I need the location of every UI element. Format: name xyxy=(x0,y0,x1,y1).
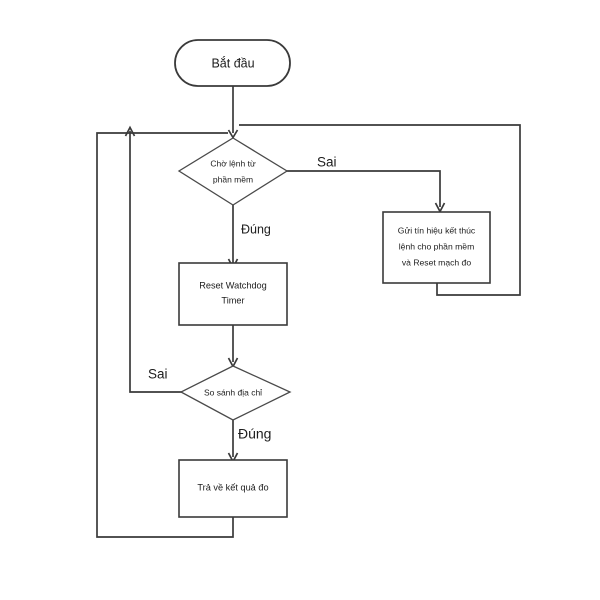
edge-wait-false-to-endsignal xyxy=(286,170,441,207)
edge-label-compare-false: Sai xyxy=(148,367,168,382)
node-process-end-signal[interactable]: Gửi tín hiệu kết thúc lệnh cho phần mềm … xyxy=(382,211,491,284)
edge-result-return-top xyxy=(96,132,234,538)
edge-label-compare-true: Đúng xyxy=(238,426,271,442)
end-signal-shape xyxy=(382,211,491,284)
return-result-shape xyxy=(178,459,288,518)
edge-endsignal-return-top xyxy=(239,124,521,296)
start-shape xyxy=(174,39,291,87)
node-start[interactable]: Bắt đầu xyxy=(174,39,291,87)
node-decision-wait-command[interactable]: Chờ lệnh từ phần mềm xyxy=(177,137,289,206)
end-signal-label-line2: lệnh cho phần mềm xyxy=(399,241,474,251)
node-process-reset-watchdog[interactable]: Reset Watchdog Timer xyxy=(178,262,288,326)
edge-compare-false-return-top xyxy=(129,131,182,393)
decision-wait-label-line1: Chờ lệnh từ xyxy=(210,158,256,168)
node-decision-compare-address[interactable]: So sánh địa chỉ xyxy=(179,365,292,421)
decision-wait-shape xyxy=(177,137,289,206)
decision-compare-shape xyxy=(179,365,292,421)
end-signal-label-line3: và Reset mạch đo xyxy=(402,257,471,267)
reset-watchdog-label-line2: Timer xyxy=(221,295,244,305)
start-label: Bắt đầu xyxy=(211,55,254,70)
decision-compare-label: So sánh địa chỉ xyxy=(204,387,262,397)
node-process-return-result[interactable]: Trả về kết quả đo xyxy=(178,459,288,518)
edge-label-wait-true: Đúng xyxy=(241,222,271,236)
return-result-label: Trả về kết quả đo xyxy=(197,482,268,492)
edge-label-wait-false: Sai xyxy=(317,155,337,170)
end-signal-label-line1: Gửi tín hiệu kết thúc xyxy=(398,225,476,235)
decision-wait-label-line2: phần mềm xyxy=(213,174,253,184)
reset-watchdog-label-line1: Reset Watchdog xyxy=(199,280,267,290)
reset-watchdog-shape xyxy=(178,262,288,326)
